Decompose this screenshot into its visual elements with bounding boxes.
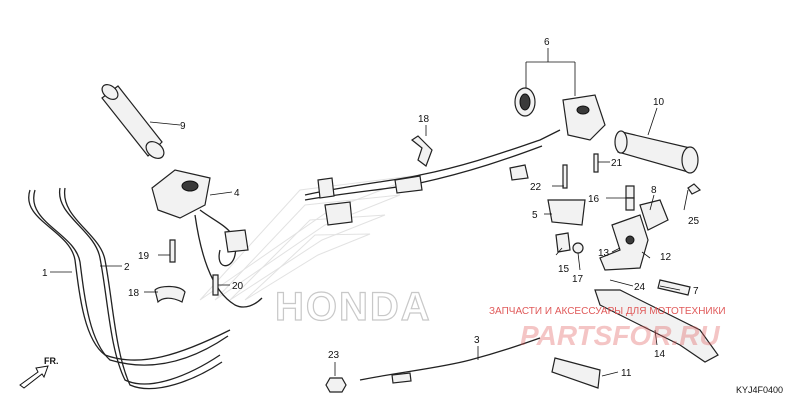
pivot-bolt <box>657 279 691 296</box>
callout-8: 8 <box>651 185 657 196</box>
callout-10: 10 <box>653 97 665 108</box>
throttle-cables <box>28 187 231 390</box>
callout-11: 11 <box>621 368 632 379</box>
lever-pad <box>551 357 601 389</box>
callout-22: 22 <box>530 182 542 193</box>
honda-logo-text: HONDA <box>275 285 432 329</box>
callout-labels: 1 2 3 4 5 6 7 8 9 10 11 12 13 14 15 16 1… <box>42 37 700 379</box>
lever-holder <box>599 199 669 271</box>
callout-24: 24 <box>634 282 646 293</box>
callout-4: 4 <box>234 188 240 199</box>
watermark-url: PARTSFOR.RU <box>520 320 720 351</box>
callout-7: 7 <box>693 286 699 297</box>
lever-cover <box>547 199 586 226</box>
callout-18-lower: 18 <box>128 288 140 299</box>
callout-9: 9 <box>180 121 186 132</box>
nut-23 <box>325 377 347 393</box>
callout-6: 6 <box>544 37 550 48</box>
callout-23: 23 <box>328 350 340 361</box>
screw-20 <box>212 274 219 296</box>
callout-5: 5 <box>532 210 538 221</box>
watermark-caption: ЗАПЧАСТИ И АКСЕССУАРЫ ДЛЯ МОТОТЕХНИКИ <box>489 306 726 317</box>
switch-nut <box>572 242 584 254</box>
left-grip-part <box>101 84 165 159</box>
callout-21: 21 <box>611 158 623 169</box>
callout-18-upper: 18 <box>418 114 430 125</box>
cable-clip-upper <box>410 135 433 167</box>
choke-cable <box>359 337 541 384</box>
callout-3: 3 <box>474 335 480 346</box>
wiring-harness <box>304 129 561 226</box>
brake-switch <box>555 232 571 253</box>
callout-25: 25 <box>688 216 700 227</box>
callout-16: 16 <box>588 194 600 205</box>
callout-14: 14 <box>654 349 666 360</box>
brake-lever <box>594 289 719 363</box>
callout-15: 15 <box>558 264 570 275</box>
callout-1: 1 <box>42 268 48 279</box>
callout-13: 13 <box>598 248 610 259</box>
leader-lines <box>50 48 689 377</box>
front-direction-arrow: FR. <box>19 356 59 389</box>
callout-17: 17 <box>572 274 584 285</box>
bolt-19 <box>169 239 176 263</box>
fr-label: FR. <box>44 356 59 366</box>
callout-2: 2 <box>124 262 130 273</box>
right-switch-housing <box>514 87 606 141</box>
left-switch-housing <box>151 169 263 308</box>
diagram-code: KYJ4F0400 <box>736 385 783 395</box>
callout-19: 19 <box>138 251 150 262</box>
callout-12: 12 <box>660 252 672 263</box>
right-grip-part <box>614 130 699 174</box>
bolts <box>562 153 702 211</box>
cable-clip-lower <box>154 285 186 304</box>
callout-20: 20 <box>232 281 244 292</box>
